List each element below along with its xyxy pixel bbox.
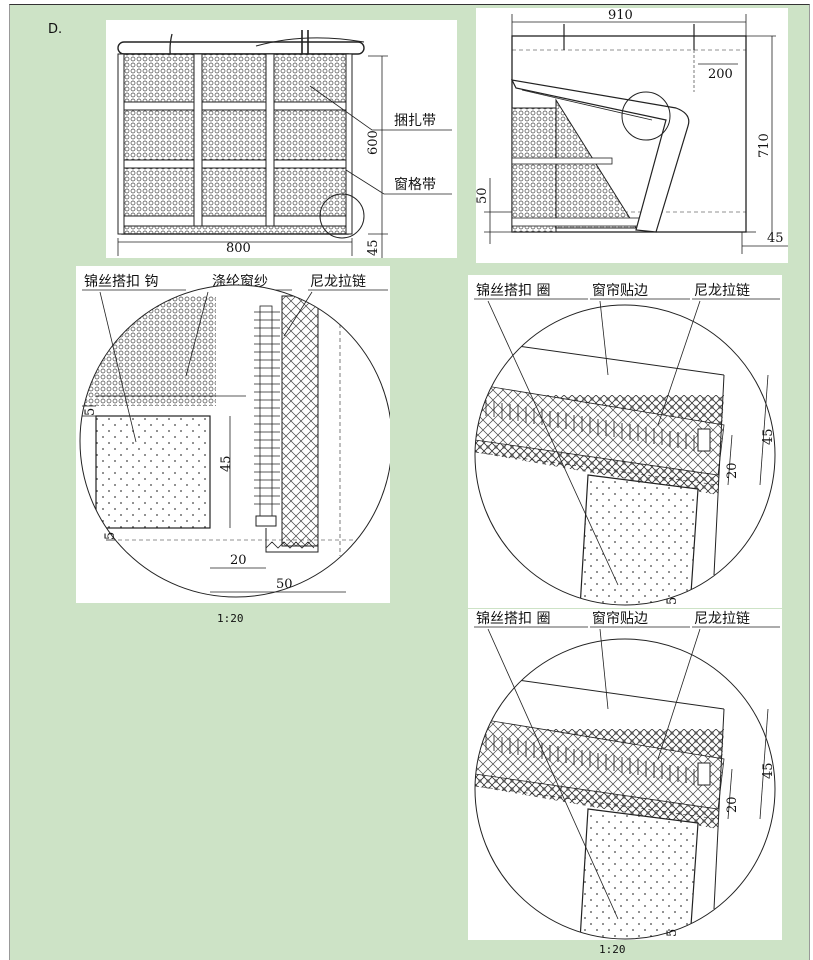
detail-right-bottom-drawing: 锦丝搭扣 圈 窗帘贴边 尼龙拉链 45 20 5	[468, 609, 782, 940]
side-height-dim: 710	[757, 133, 772, 158]
detail-right-1-dim-20: 20	[725, 462, 740, 479]
front-bottom-dim: 45	[366, 239, 381, 256]
loop-label-2: 锦丝搭扣 圈	[476, 610, 550, 627]
detail-left-dim-low: 5	[103, 532, 118, 540]
strap-label: 捆扎带	[394, 113, 436, 129]
scale-left: 1:20	[217, 612, 244, 625]
detail-right-1-dim-45: 45	[761, 428, 776, 445]
zipper-label-1: 尼龙拉链	[694, 283, 750, 299]
side-view-drawing: 910 200 710 45 50	[476, 8, 788, 263]
detail-right-1-dim-5: 5	[665, 597, 680, 605]
front-width-dim: 800	[226, 241, 251, 256]
front-view-drawing: 800 600 45 捆扎带 窗格带	[106, 20, 457, 258]
scale-right: 1:20	[599, 943, 626, 956]
detail-left-dim-top: 5	[83, 408, 98, 416]
side-bottom-left-dim: 50	[476, 187, 490, 204]
hook-label: 锦丝搭扣 钩	[84, 273, 158, 290]
window-strap-label: 窗格带	[394, 176, 436, 193]
side-bottom-right-dim: 45	[767, 231, 784, 246]
detail-right-2-dim-5: 5	[665, 929, 680, 937]
detail-left-dim-mid: 45	[219, 455, 234, 472]
detail-left-dim-50: 50	[276, 577, 293, 592]
detail-right-2-dim-20: 20	[725, 796, 740, 813]
front-height-dim: 600	[366, 130, 381, 155]
trim-label-1: 窗帘贴边	[592, 282, 648, 299]
trim-label-2: 窗帘贴边	[592, 610, 648, 627]
loop-label-1: 锦丝搭扣 圈	[476, 282, 550, 299]
detail-left-dim-20: 20	[230, 553, 247, 568]
detail-right-2-dim-45: 45	[761, 762, 776, 779]
zipper-label-2: 尼龙拉链	[694, 611, 750, 627]
option-label: D.	[48, 22, 63, 37]
detail-right-top-drawing: 锦丝搭扣 圈 窗帘贴边 尼龙拉链 45 20 5	[468, 275, 782, 608]
detail-left-drawing: 锦丝搭扣 钩 涤纶窗纱 尼龙拉链	[76, 266, 390, 603]
zipper-label-left: 尼龙拉链	[310, 274, 366, 290]
side-offset-dim: 200	[708, 67, 733, 82]
side-width-dim: 910	[608, 8, 633, 23]
